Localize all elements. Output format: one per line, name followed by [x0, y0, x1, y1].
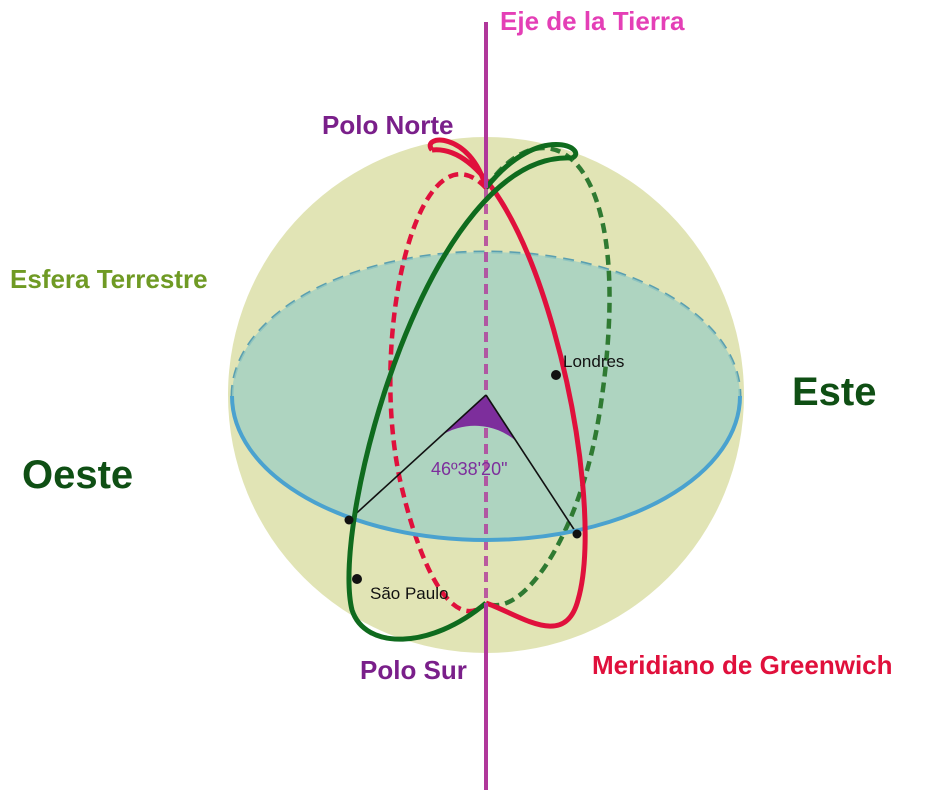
angle-label: 46º38'20" [431, 459, 508, 479]
south-pole-label: Polo Sur [360, 655, 467, 685]
earth-axis-label: Eje de la Tierra [500, 6, 685, 36]
equator-greenwich-point [572, 529, 582, 539]
saopaulo-point [352, 574, 362, 584]
angle-sector [439, 395, 516, 441]
earth-sphere-label: Esfera Terrestre [10, 264, 208, 294]
equator-saopaulo-meridian-point [344, 515, 354, 525]
saopaulo-label: São Paulo [370, 584, 449, 603]
radius-to-saopaulo-meridian [348, 394, 487, 521]
greenwich-meridian [427, 137, 588, 629]
saopaulo-meridian [346, 142, 579, 642]
north-pole-label: Polo Norte [322, 110, 454, 140]
london-label: Londres [563, 352, 625, 371]
equator-front-arc [230, 395, 742, 542]
greenwich-meridian-label: Meridiano de Greenwich [592, 650, 893, 680]
east-label: Este [792, 370, 877, 414]
london-point [551, 370, 561, 380]
greenwich-meridian-back [388, 172, 488, 614]
radius-to-greenwich [485, 394, 578, 535]
west-label: Oeste [22, 453, 134, 497]
